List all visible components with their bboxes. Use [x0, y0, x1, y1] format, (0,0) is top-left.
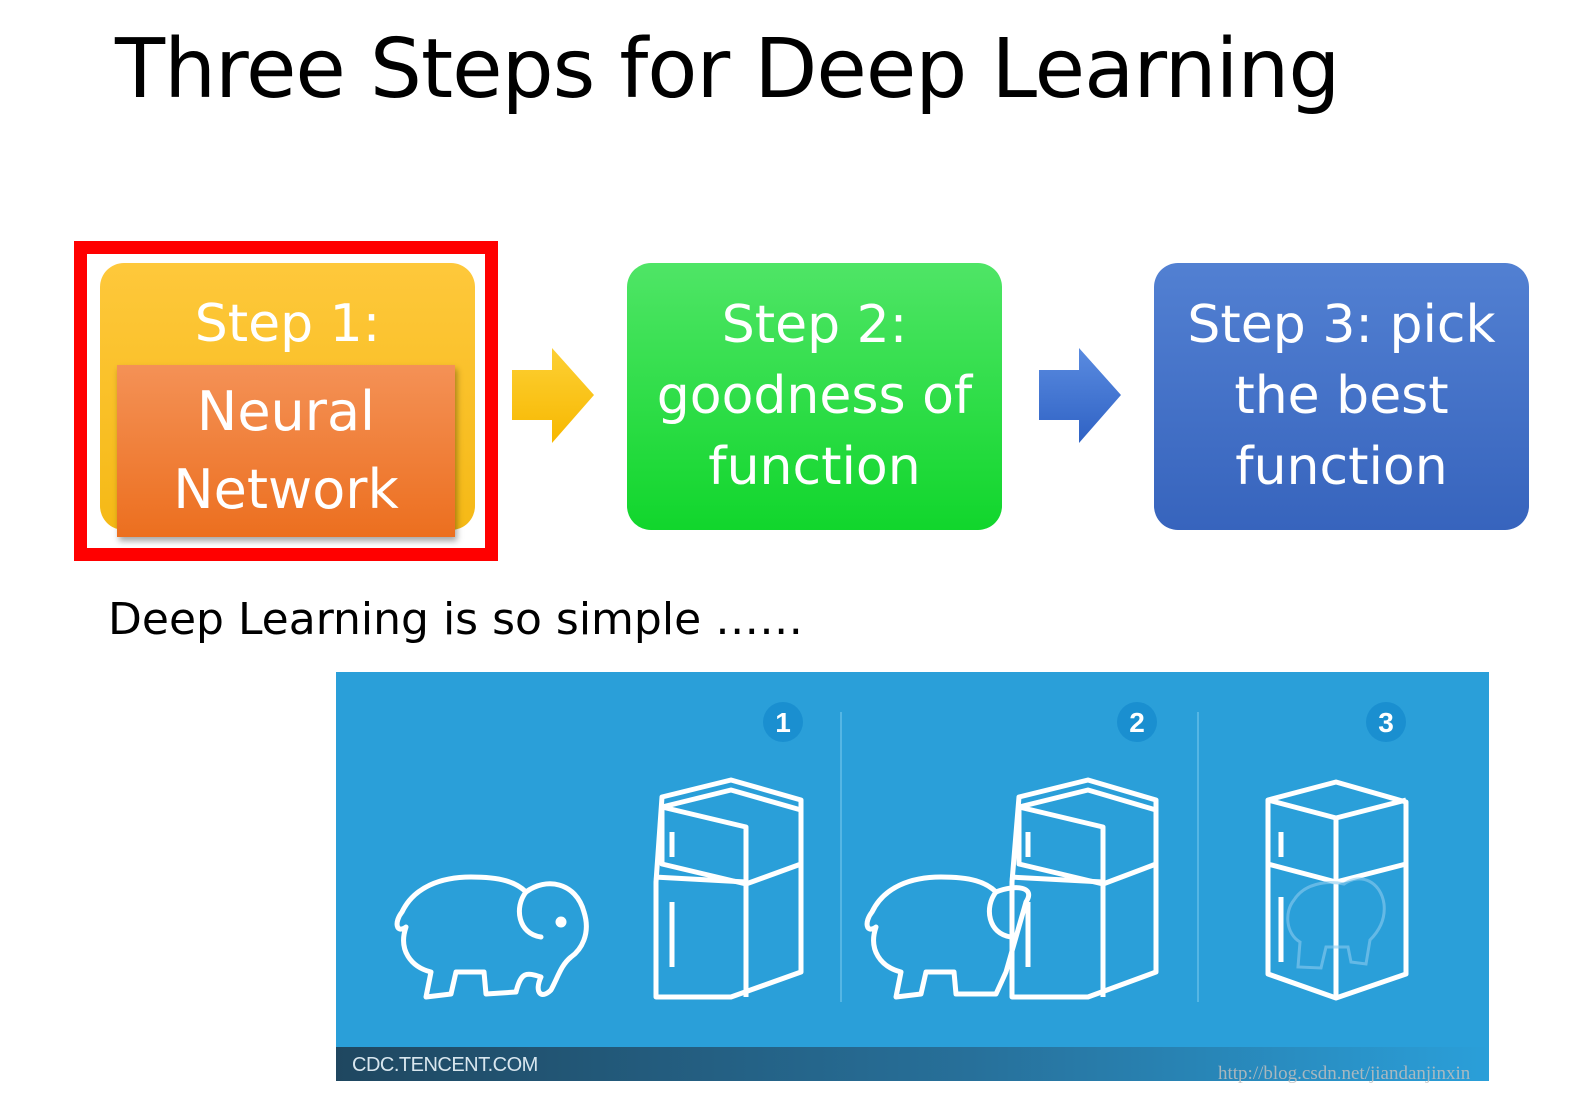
step-2-line-3: function — [708, 437, 921, 497]
illustration-footer: CDC.TENCENT.COM — [336, 1047, 1489, 1081]
elephant-icon — [864, 874, 1031, 1000]
step-2-box: Step 2: goodness of function — [627, 263, 1002, 530]
elephant-fridge-illustration: 1 2 3 — [336, 672, 1489, 1081]
step-number-badge-1: 1 — [763, 702, 803, 742]
elephant-icon — [394, 874, 589, 1000]
neural-network-line-1: Neural — [196, 380, 376, 443]
arrow-right-icon — [512, 348, 594, 443]
watermark: http://blog.csdn.net/jiandanjinxin — [1218, 1063, 1471, 1084]
refrigerator-icon — [1265, 779, 1409, 1001]
refrigerator-icon — [1009, 777, 1159, 1000]
step-1-label: Step 1: — [194, 294, 381, 354]
slide-title: Three Steps for Deep Learning — [115, 22, 1340, 117]
step-2-line-1: Step 2: — [721, 295, 908, 355]
step-number-badge-3: 3 — [1366, 702, 1406, 742]
neural-network-line-2: Network — [173, 458, 399, 521]
caption: Deep Learning is so simple …… — [108, 594, 804, 645]
step-number-badge-2: 2 — [1117, 702, 1157, 742]
step-3-box: Step 3: pick the best function — [1154, 263, 1529, 530]
step-3-line-2: the best — [1234, 366, 1449, 426]
step-1-highlight-frame — [74, 241, 498, 561]
refrigerator-icon — [653, 777, 804, 1000]
step-3-line-3: function — [1235, 437, 1448, 497]
step-3-line-1: Step 3: pick — [1187, 295, 1496, 355]
illustration-credit: CDC.TENCENT.COM — [352, 1054, 538, 1076]
elephant-icon — [1286, 877, 1386, 970]
neural-network-box: Neural Network — [117, 365, 455, 537]
arrow-right-icon — [1039, 348, 1121, 443]
badge-number-2: 2 — [1129, 707, 1145, 738]
step-2-line-2: goodness of — [656, 366, 973, 426]
illustration-drawing: 1 2 3 — [394, 702, 1409, 1002]
badge-number-1: 1 — [775, 707, 791, 738]
badge-number-3: 3 — [1378, 707, 1394, 738]
